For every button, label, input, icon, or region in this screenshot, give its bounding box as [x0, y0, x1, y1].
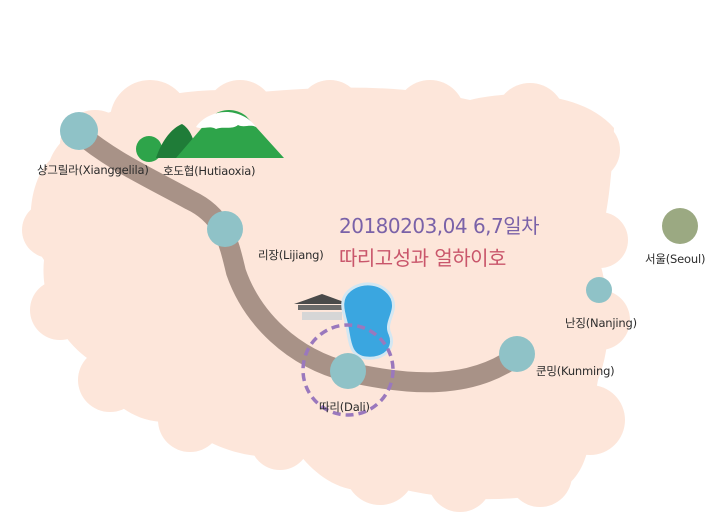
pagoda-roof-icon [294, 294, 350, 320]
title-subject: 따리고성과 얼하이호 [339, 246, 506, 270]
label-seoul: 서울(Seoul) [645, 252, 706, 266]
label-kunming: 쿤밍(Kunming) [536, 364, 615, 378]
lake-icon [341, 282, 395, 360]
mountain-icon [136, 110, 284, 162]
label-hutiaoxia: 호도협(Hutiaoxia) [163, 164, 256, 178]
label-dali: 따리(Dali) [319, 400, 370, 414]
title-date: 20180203,04 6,7일차 [339, 214, 540, 238]
marker-shangrila[interactable] [60, 112, 98, 150]
label-nanjing: 난징(Nanjing) [565, 316, 637, 330]
marker-nanjing[interactable] [586, 277, 612, 303]
label-lijiang: 리장(Lijiang) [258, 248, 324, 262]
travel-route [68, 122, 527, 393]
dali-highlight-circle [301, 323, 395, 417]
marker-dali[interactable] [330, 353, 366, 389]
marker-lijiang[interactable] [207, 211, 243, 247]
marker-seoul[interactable] [662, 208, 698, 244]
label-shangrila: 샹그릴라(Xianggelila) [37, 163, 149, 177]
marker-kunming[interactable] [499, 336, 535, 372]
